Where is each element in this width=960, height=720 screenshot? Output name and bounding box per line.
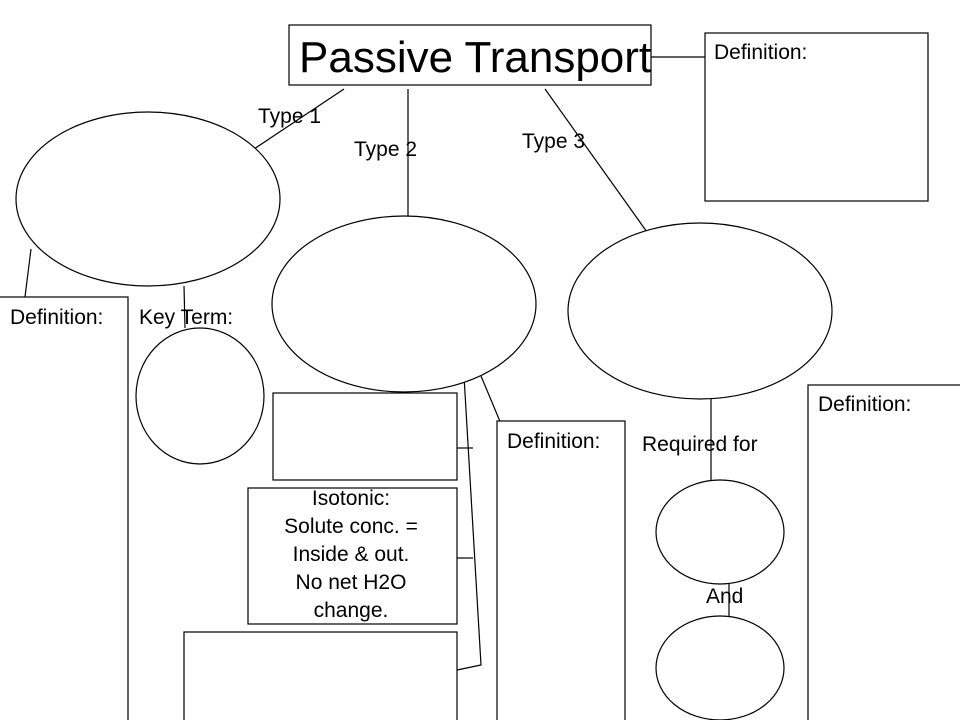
isotonic-line-4: No net H2O xyxy=(296,571,407,594)
type2-definition-box xyxy=(496,420,626,720)
type2-definition-label: Definition: xyxy=(507,430,600,453)
and-label: And xyxy=(706,585,743,608)
type1-definition-box xyxy=(0,296,129,720)
isotonic-line-1: Isotonic: xyxy=(312,487,390,510)
type2-empty-box xyxy=(272,392,458,481)
isotonic-box xyxy=(247,487,458,625)
isotonic-line-3: Inside & out. xyxy=(293,543,410,566)
type2-ellipse xyxy=(271,215,537,393)
title-to-type3-line xyxy=(544,88,648,233)
isotonic-text: Isotonic: Solute conc. = Inside & out. N… xyxy=(284,487,418,622)
type3-definition-box xyxy=(807,384,960,720)
type1-to-keyterm-line xyxy=(183,285,186,329)
type3-ellipse xyxy=(567,222,833,400)
required-circle-1 xyxy=(655,479,785,585)
title-to-type1-line xyxy=(247,88,345,154)
type1-label: Type 1 xyxy=(258,105,321,128)
required-for-label: Required for xyxy=(642,433,758,456)
type1-definition-label: Definition: xyxy=(10,306,103,329)
type2-label: Type 2 xyxy=(354,138,417,161)
type1-ellipse xyxy=(15,111,281,287)
type2-to-bottom-box-line xyxy=(456,375,482,671)
key-term-circle xyxy=(135,327,265,465)
isotonic-line-5: change. xyxy=(314,599,389,622)
type3-label: Type 3 xyxy=(522,130,585,153)
type3-definition-label: Definition: xyxy=(818,393,911,416)
key-term-label: Key Term: xyxy=(139,306,233,329)
main-definition-box xyxy=(704,32,929,202)
page-title: Passive Transport xyxy=(299,33,651,82)
type2-bottom-box xyxy=(183,631,458,720)
main-definition-label: Definition: xyxy=(714,41,807,64)
connector-lines xyxy=(24,56,730,671)
type1-to-definition-line xyxy=(24,248,32,298)
title-box xyxy=(288,24,652,86)
required-circle-2 xyxy=(655,615,785,720)
isotonic-line-2: Solute conc. = xyxy=(284,515,418,538)
